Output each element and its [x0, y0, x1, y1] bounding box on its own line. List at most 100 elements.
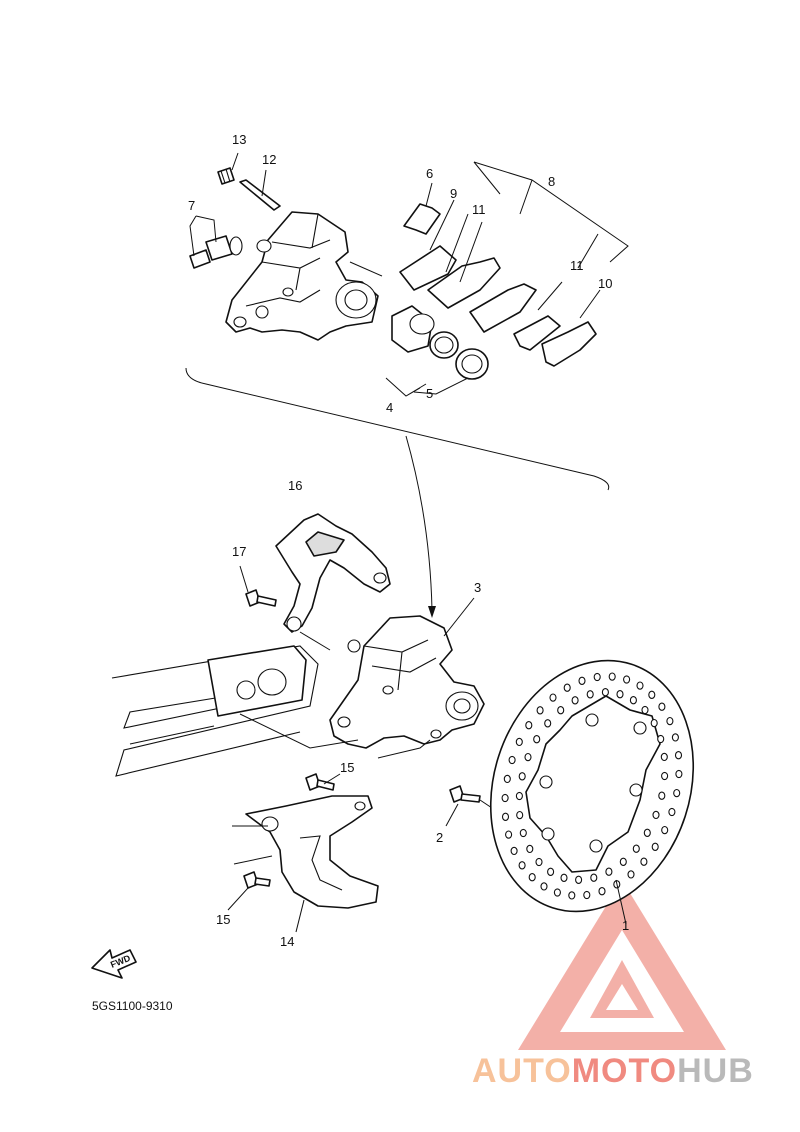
pad-shim-10: [513, 315, 561, 351]
disc-hole: [503, 774, 511, 784]
bolt-15-upper: [305, 773, 341, 791]
fwd-arrow-icon: FWD: [91, 949, 137, 979]
callout-10: 10: [598, 276, 612, 291]
disc-hole: [608, 672, 616, 681]
bleed-screw: [189, 235, 243, 269]
callout-4: 4: [386, 400, 393, 415]
disc-hole: [547, 867, 555, 876]
pad-spring: [403, 203, 441, 235]
callout-16: 16: [288, 478, 302, 493]
caliper-exploded-group: [185, 152, 629, 618]
disc-hole: [525, 721, 533, 730]
disc-hole: [660, 752, 668, 762]
disc-hole: [510, 846, 518, 856]
disc-hole: [536, 706, 544, 715]
swingarm: [111, 645, 319, 777]
callout-11a: 11: [472, 202, 486, 217]
watermark-auto: AUTO: [472, 1052, 572, 1090]
watermark-logo: [518, 880, 726, 1050]
caliper-body-exploded: [225, 211, 379, 341]
disc-hole: [528, 873, 536, 882]
disc-hole: [675, 769, 683, 779]
disc-hole: [661, 771, 669, 781]
callout-6: 6: [426, 166, 433, 181]
callout-labels: 1 2 3 4 5 6 7 8 9 10 11 11 12 13 14 15 1…: [188, 132, 629, 949]
disc-hole: [533, 735, 541, 744]
disc-hole: [515, 791, 523, 801]
disc-hole: [605, 867, 613, 876]
disc-hole: [658, 702, 666, 711]
disc-hole: [674, 751, 683, 760]
disc-hole: [632, 844, 640, 853]
watermark-hub: HUB: [677, 1052, 754, 1090]
disc-hole: [657, 734, 665, 744]
brake-pad-11b: [469, 283, 537, 333]
disc-guard-14: [232, 795, 379, 933]
diagram-code: 5GS1100-9310: [92, 999, 173, 1013]
disc-hole: [516, 810, 524, 820]
callout-15b: 15: [216, 912, 230, 927]
disc-hole: [544, 719, 552, 728]
disc-hole: [590, 873, 598, 882]
piston: [391, 305, 435, 353]
callout-15a: 15: [340, 760, 354, 775]
disc-vent-holes: [501, 672, 683, 900]
disc-hole: [636, 681, 644, 690]
disc-hole: [648, 690, 656, 699]
callout-14: 14: [280, 934, 294, 949]
brake-pad-11a: [427, 257, 501, 309]
pin-plug: [217, 167, 235, 185]
disc-hole: [518, 861, 526, 870]
disc-hole: [629, 696, 637, 705]
disc-hole: [623, 675, 631, 684]
disc-hole: [560, 873, 568, 882]
disc-hole: [571, 696, 579, 705]
callout-9: 9: [450, 186, 457, 201]
pad-insulator: [541, 321, 597, 367]
disc-hole: [652, 810, 660, 820]
disc-hole: [616, 690, 624, 699]
piston-seals: [429, 331, 489, 380]
disc-hole: [535, 857, 543, 867]
disc-hole: [641, 705, 649, 715]
callout-5: 5: [426, 386, 433, 401]
callout-11b: 11: [570, 258, 584, 273]
disc-hole: [666, 716, 674, 726]
bolt-15-lower: [227, 871, 271, 911]
bolt-17: [239, 565, 277, 607]
watermark-text: AUTOMOTOHUB: [472, 1052, 754, 1090]
disc-hole: [549, 693, 557, 702]
disc-hole: [650, 718, 658, 728]
callout-17: 17: [232, 544, 246, 559]
disc-hole: [575, 875, 583, 884]
pad-pin: [239, 179, 281, 211]
disc-hole: [593, 672, 601, 682]
disc-hole: [568, 891, 576, 900]
disc-hole: [505, 830, 513, 839]
callout-8: 8: [548, 174, 555, 189]
watermark-moto: MOTO: [572, 1052, 677, 1090]
disc-hole: [557, 706, 565, 715]
disc-hole: [643, 828, 651, 837]
disc-hole: [668, 807, 676, 817]
disc-hole: [619, 857, 627, 866]
disc-hole: [640, 857, 648, 866]
disc-hole: [578, 676, 586, 685]
callout-12: 12: [262, 152, 276, 167]
brake-disc: [489, 659, 695, 925]
disc-hole: [563, 683, 571, 692]
callout-1: 1: [622, 918, 629, 933]
disc-hole: [586, 690, 594, 699]
pad-shim-9: [399, 245, 457, 291]
assembly-arrow: [405, 435, 433, 611]
caliper-guard-16: [275, 513, 391, 633]
disc-hole: [601, 688, 609, 697]
callout-3: 3: [474, 580, 481, 595]
callout-7: 7: [188, 198, 195, 213]
disc-hole: [673, 788, 681, 798]
disc-hole: [501, 812, 510, 821]
disc-hole: [526, 844, 534, 854]
callout-13: 13: [232, 132, 246, 147]
